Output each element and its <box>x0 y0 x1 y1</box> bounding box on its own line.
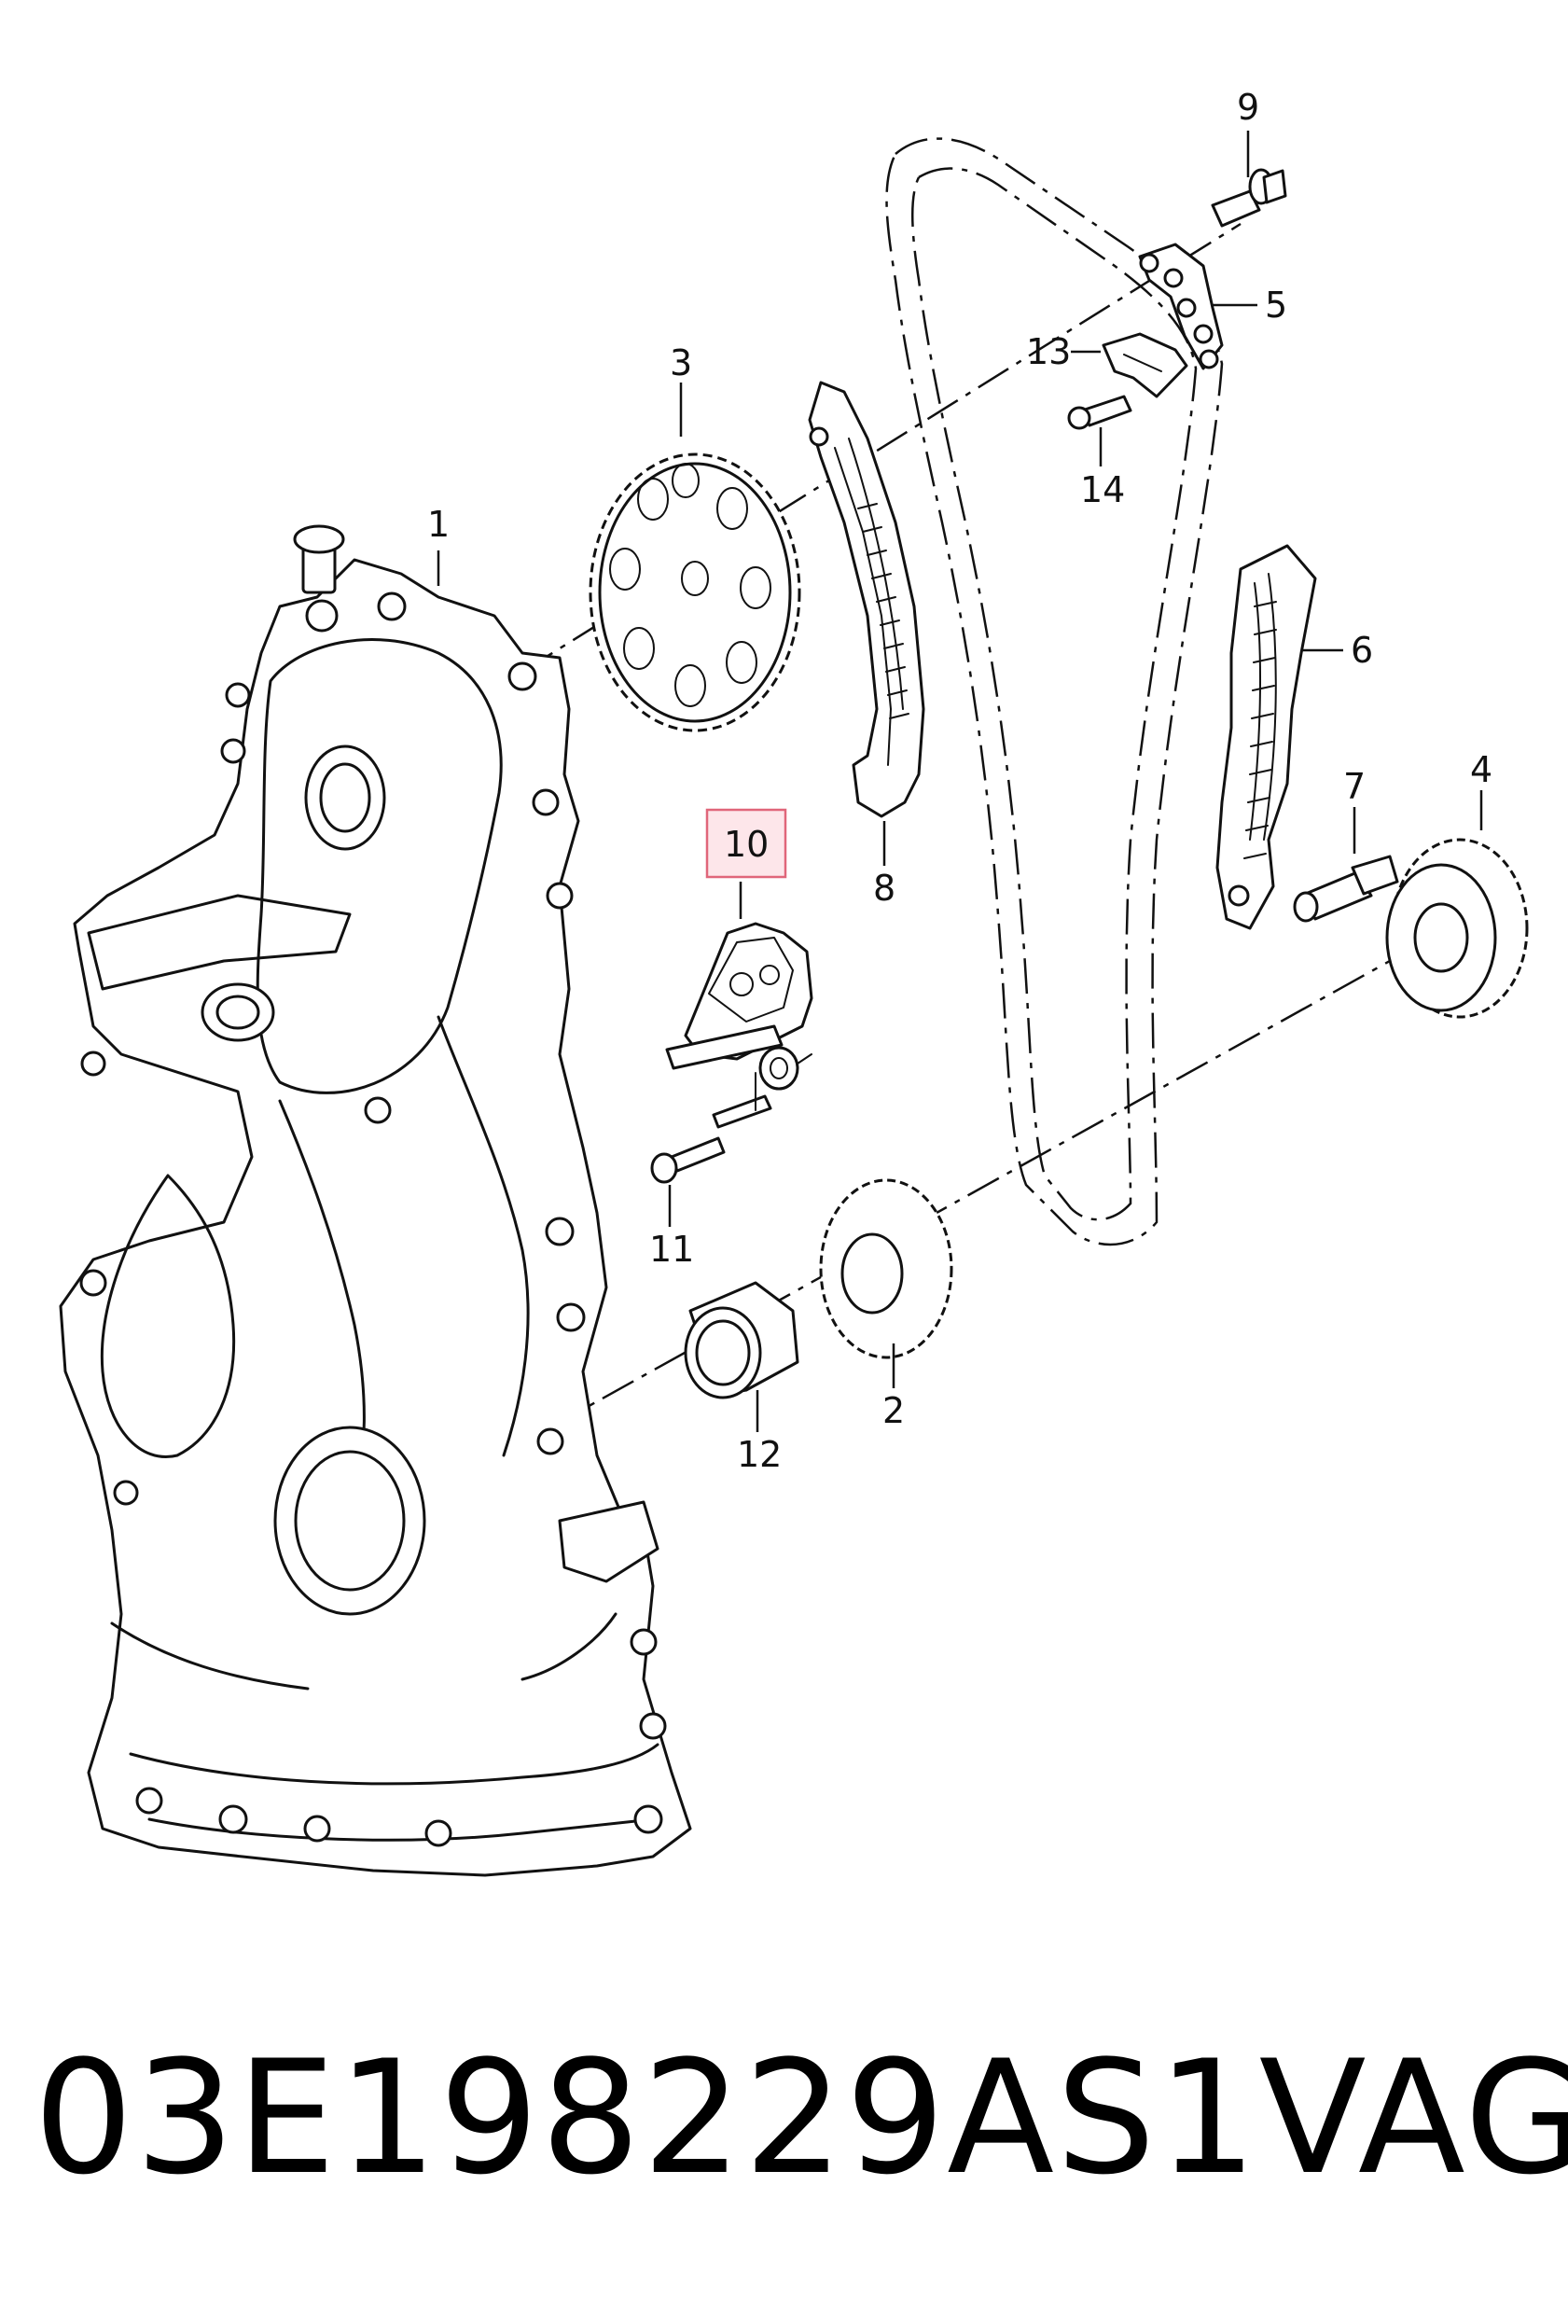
callout-9: 9 <box>1237 87 1259 128</box>
bolt-part-11 <box>650 1136 726 1184</box>
highlight-box <box>705 808 787 879</box>
callout-11: 11 <box>649 1229 694 1270</box>
callout-4: 4 <box>1470 749 1492 790</box>
callout-8: 8 <box>873 868 895 909</box>
callout-10: 10 <box>724 824 769 865</box>
cam-sprocket-part-3 <box>589 452 801 732</box>
callout-14: 14 <box>1080 469 1125 510</box>
callout-2: 2 <box>882 1390 905 1431</box>
callout-5: 5 <box>1265 285 1287 326</box>
brand-name: VAG <box>1258 2026 1568 2209</box>
leader-lines <box>437 131 1483 1432</box>
tensioner-part-10 <box>665 922 813 1129</box>
callout-13: 13 <box>1026 331 1071 372</box>
guide-rail-part-6 <box>1215 544 1317 930</box>
tensioner-rail-part-8 <box>808 381 925 818</box>
timing-cover-part-1 <box>59 524 692 1877</box>
pin-part-7 <box>1293 855 1399 923</box>
footer-caption: 03E198229AS1 VAG <box>34 2006 1568 2230</box>
part-number: 03E198229AS1 <box>34 2026 1259 2209</box>
chain-link-part-5 <box>1138 243 1224 370</box>
callout-labels: 1 2 3 4 5 6 7 8 9 10 11 12 13 14 <box>427 87 1492 1475</box>
callout-6: 6 <box>1351 630 1373 671</box>
callout-12: 12 <box>737 1434 782 1475</box>
bolt-part-9 <box>1211 168 1287 228</box>
timing-chain <box>885 137 1224 1246</box>
bolt-part-14 <box>1067 395 1132 430</box>
bushing-part-12 <box>684 1281 799 1399</box>
guide-part-13 <box>1102 332 1188 398</box>
callout-3: 3 <box>670 342 692 383</box>
callout-7: 7 <box>1343 766 1366 807</box>
sprocket-part-4 <box>1385 838 1529 1019</box>
crank-sprocket-part-2 <box>819 1178 953 1359</box>
callout-1: 1 <box>427 504 450 545</box>
